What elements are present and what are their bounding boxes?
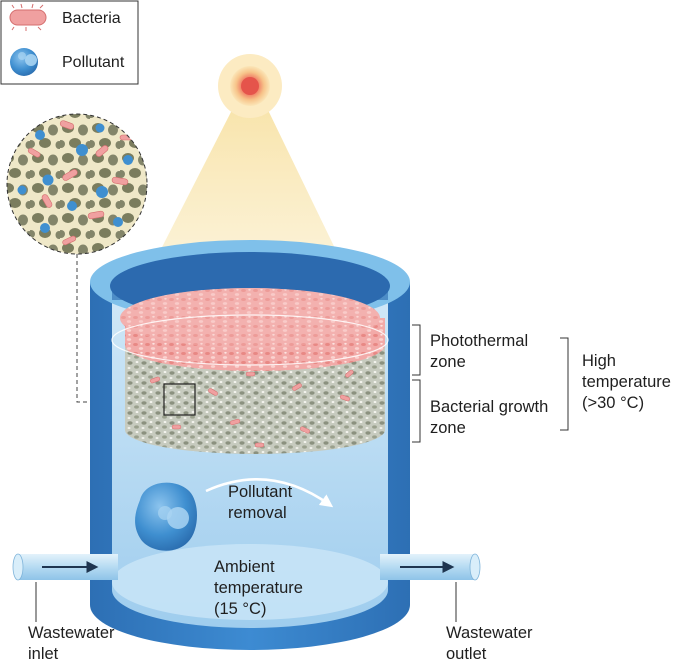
pollutant-removal-arrow — [205, 478, 334, 508]
pollutant-in-tank-icon — [135, 482, 197, 551]
high-temperature-bracket — [560, 337, 569, 431]
bacteria-icon — [9, 3, 47, 31]
wastewater-inlet-label: Wastewater inlet — [28, 624, 119, 662]
legend-bacteria-label: Bacteria — [62, 10, 121, 27]
bacterial-bracket — [412, 379, 421, 443]
ambient-temperature-label: Ambient temperature (15 °C) — [214, 558, 308, 618]
inlet-pipe — [12, 553, 118, 581]
light-source-icon — [218, 54, 282, 118]
water-surface — [111, 314, 389, 366]
outlet-pipe — [380, 553, 481, 581]
legend-pollutant-label: Pollutant — [62, 54, 125, 71]
photothermal-bracket — [412, 324, 421, 376]
zoom-source-box — [163, 383, 196, 416]
photothermal-zone-label: Photothermal zone — [430, 332, 533, 371]
pollutant-icon — [10, 48, 38, 76]
bacterial-growth-zone-label: Bacterial growth zone — [430, 398, 553, 437]
porous-material-zoom — [6, 113, 148, 255]
photothermal-zone — [120, 288, 385, 371]
wastewater-outlet-label: Wastewater outlet — [446, 624, 537, 662]
legend: Bacteria Pollutant — [0, 0, 139, 85]
high-temperature-label: High temperature (>30 °C) — [582, 352, 676, 412]
pollutant-removal-label: Pollutant removal — [228, 483, 297, 522]
bacterial-growth-zone — [125, 340, 385, 454]
